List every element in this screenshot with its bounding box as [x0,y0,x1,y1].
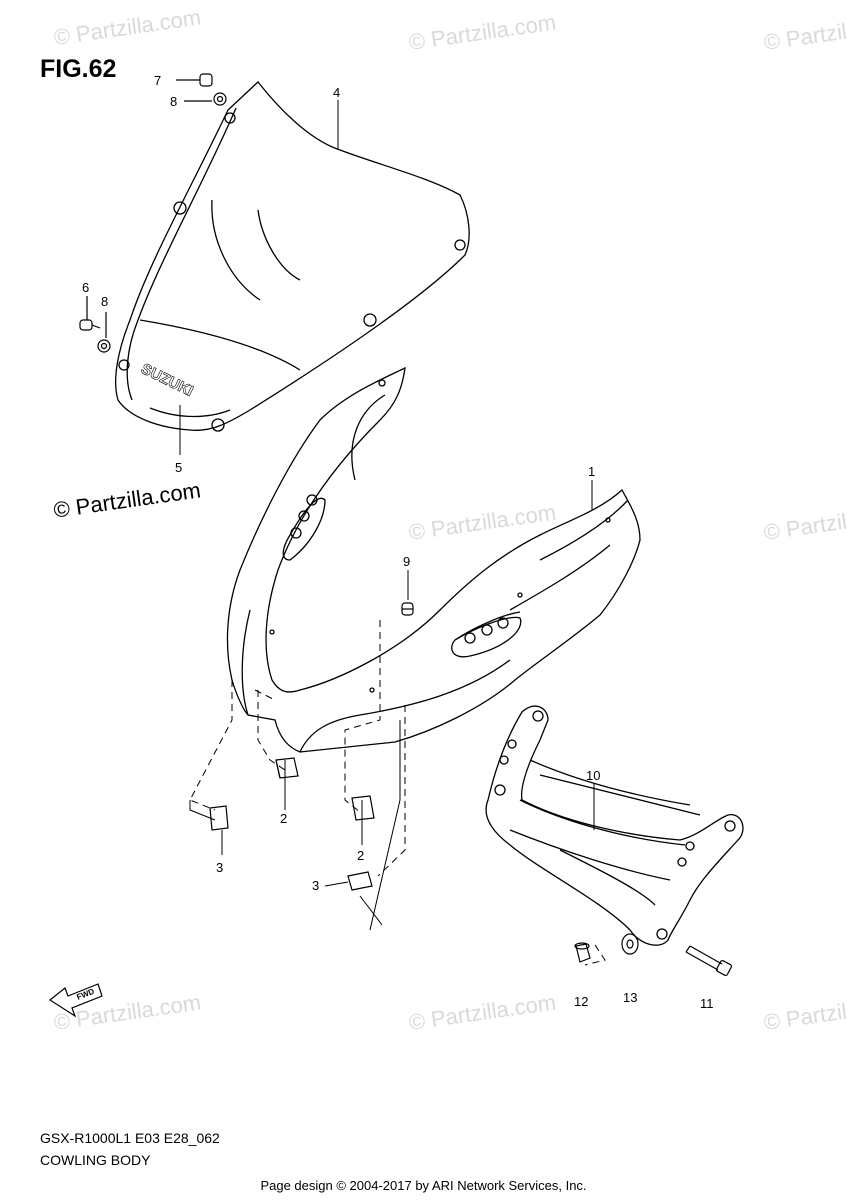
callout-2: 2 [357,848,364,863]
callout-12: 12 [574,994,588,1009]
screw-part-7[interactable] [176,73,213,87]
watermark: © Partzilla.com [407,990,557,1035]
nut-part-9[interactable] [401,602,414,616]
windscreen-part-4[interactable] [115,81,470,432]
callout-lines [179,100,595,887]
forward-arrow-icon [48,983,103,1018]
cowling-body-part-1[interactable] [226,366,641,753]
callout-7: 7 [154,73,161,88]
cowling-brace-part-10[interactable] [485,705,744,946]
watermark: © Partzilla.com [762,10,847,55]
callout-3: 3 [312,878,319,893]
watermark: © Partzilla.com [762,500,847,545]
model-code: GSX-R1000L1 E03 E28_062 [40,1130,220,1146]
screw-part-6[interactable] [79,296,101,331]
section-name: COWLING BODY [40,1152,151,1168]
callout-3: 3 [216,860,223,875]
cushion-part-2-left[interactable] [275,757,299,779]
nut-part-8-left[interactable] [97,312,111,353]
callout-8: 8 [170,94,177,109]
callout-13: 13 [623,990,637,1005]
washer-part-13[interactable] [621,933,639,955]
assembly-solid-lines [189,720,401,931]
cushion-part-3-right[interactable] [347,871,373,891]
cushion-part-3-left[interactable] [209,805,229,831]
watermark: © Partzilla.com [407,10,557,55]
callout-10: 10 [586,768,600,783]
bolt-part-11[interactable] [685,945,733,977]
callout-9: 9 [403,554,410,569]
suzuki-logo: SUZUKI [138,360,196,400]
figure-title: FIG.62 [40,55,117,83]
assembly-dashed-lines [189,620,606,966]
callout-8: 8 [101,294,108,309]
callout-2: 2 [280,811,287,826]
watermarks: © Partzilla.com © Partzilla.com © Partzi… [52,5,847,1035]
callout-6: 6 [82,280,89,295]
watermark: © Partzilla.com [52,990,202,1035]
watermark: © Partzilla.com [762,990,847,1035]
nut-part-8-top[interactable] [184,92,227,106]
nut-part-12[interactable] [574,942,591,963]
footer-copyright: Page design © 2004-2017 by ARI Network S… [260,1178,587,1193]
cushion-part-2-right[interactable] [351,795,375,821]
callout-1: 1 [588,464,595,479]
watermark: © Partzilla.com [52,5,202,50]
callout-5: 5 [175,460,182,475]
callout-4: 4 [333,85,340,100]
callout-11: 11 [700,996,714,1011]
